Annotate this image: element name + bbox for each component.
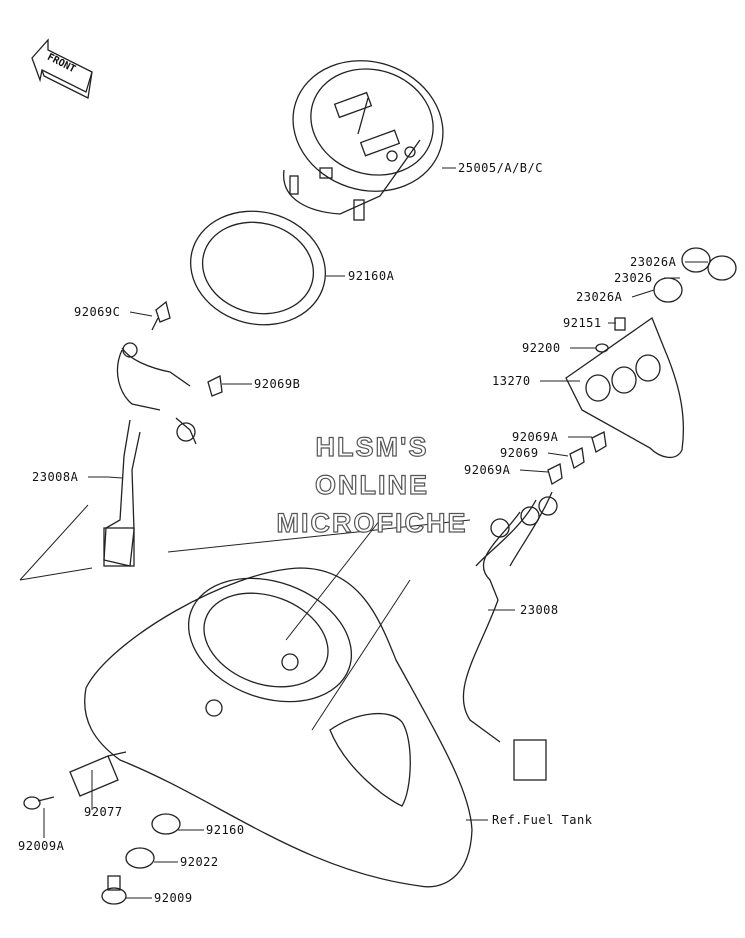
- callout-25005: 25005/A/B/C: [458, 161, 543, 175]
- washer-92022: [125, 847, 155, 869]
- grommet-92160: [151, 813, 181, 835]
- front-arrow-icon: FRONT: [31, 38, 93, 99]
- callout-92069A-top: 92069A: [512, 430, 559, 444]
- watermark-line-3: MICROFICHE: [277, 508, 468, 538]
- callout-13270: 13270: [492, 374, 531, 388]
- callout-92069B: 92069B: [254, 377, 300, 391]
- speedometer-assembly: [283, 60, 444, 221]
- callout-92151: 92151: [563, 316, 602, 330]
- callout-92069C: 92069C: [74, 305, 120, 319]
- bolt-92009: [101, 875, 127, 905]
- callout-92077: 92077: [84, 805, 123, 819]
- front-label: FRONT: [45, 52, 77, 75]
- watermark-line-1: HLSM'S: [316, 432, 429, 462]
- indicator-bracket: [565, 316, 685, 458]
- callout-92069: 92069: [500, 446, 539, 460]
- callout-23026A-top: 23026A: [630, 255, 677, 269]
- callout-92022: 92022: [180, 855, 219, 869]
- dash-cover-panel: [84, 567, 473, 888]
- callout-fuel-tank: Ref.Fuel Tank: [492, 813, 593, 827]
- callout-23008A: 23008A: [32, 470, 79, 484]
- speedometer-ring: [189, 210, 327, 326]
- callout-92160: 92160: [206, 823, 245, 837]
- callout-92200: 92200: [522, 341, 561, 355]
- bolt-92077: [69, 751, 127, 797]
- callout-92069A-lower: 92069A: [464, 463, 511, 477]
- watermark: HLSM'S ONLINE MICROFICHE: [276, 431, 468, 538]
- leader-lines: [19, 167, 708, 899]
- callout-92009A: 92009A: [18, 839, 65, 853]
- watermark-line-2: ONLINE: [315, 470, 429, 500]
- callout-23026A-lower: 23026A: [576, 290, 623, 304]
- callout-92160A: 92160A: [348, 269, 395, 283]
- screw-92009A: [23, 796, 55, 810]
- meter-harness-right: [462, 431, 607, 781]
- callout-23026: 23026: [614, 271, 653, 285]
- callout-92009: 92009: [154, 891, 193, 905]
- meter-harness-left: [103, 300, 223, 567]
- callout-23008: 23008: [520, 603, 559, 617]
